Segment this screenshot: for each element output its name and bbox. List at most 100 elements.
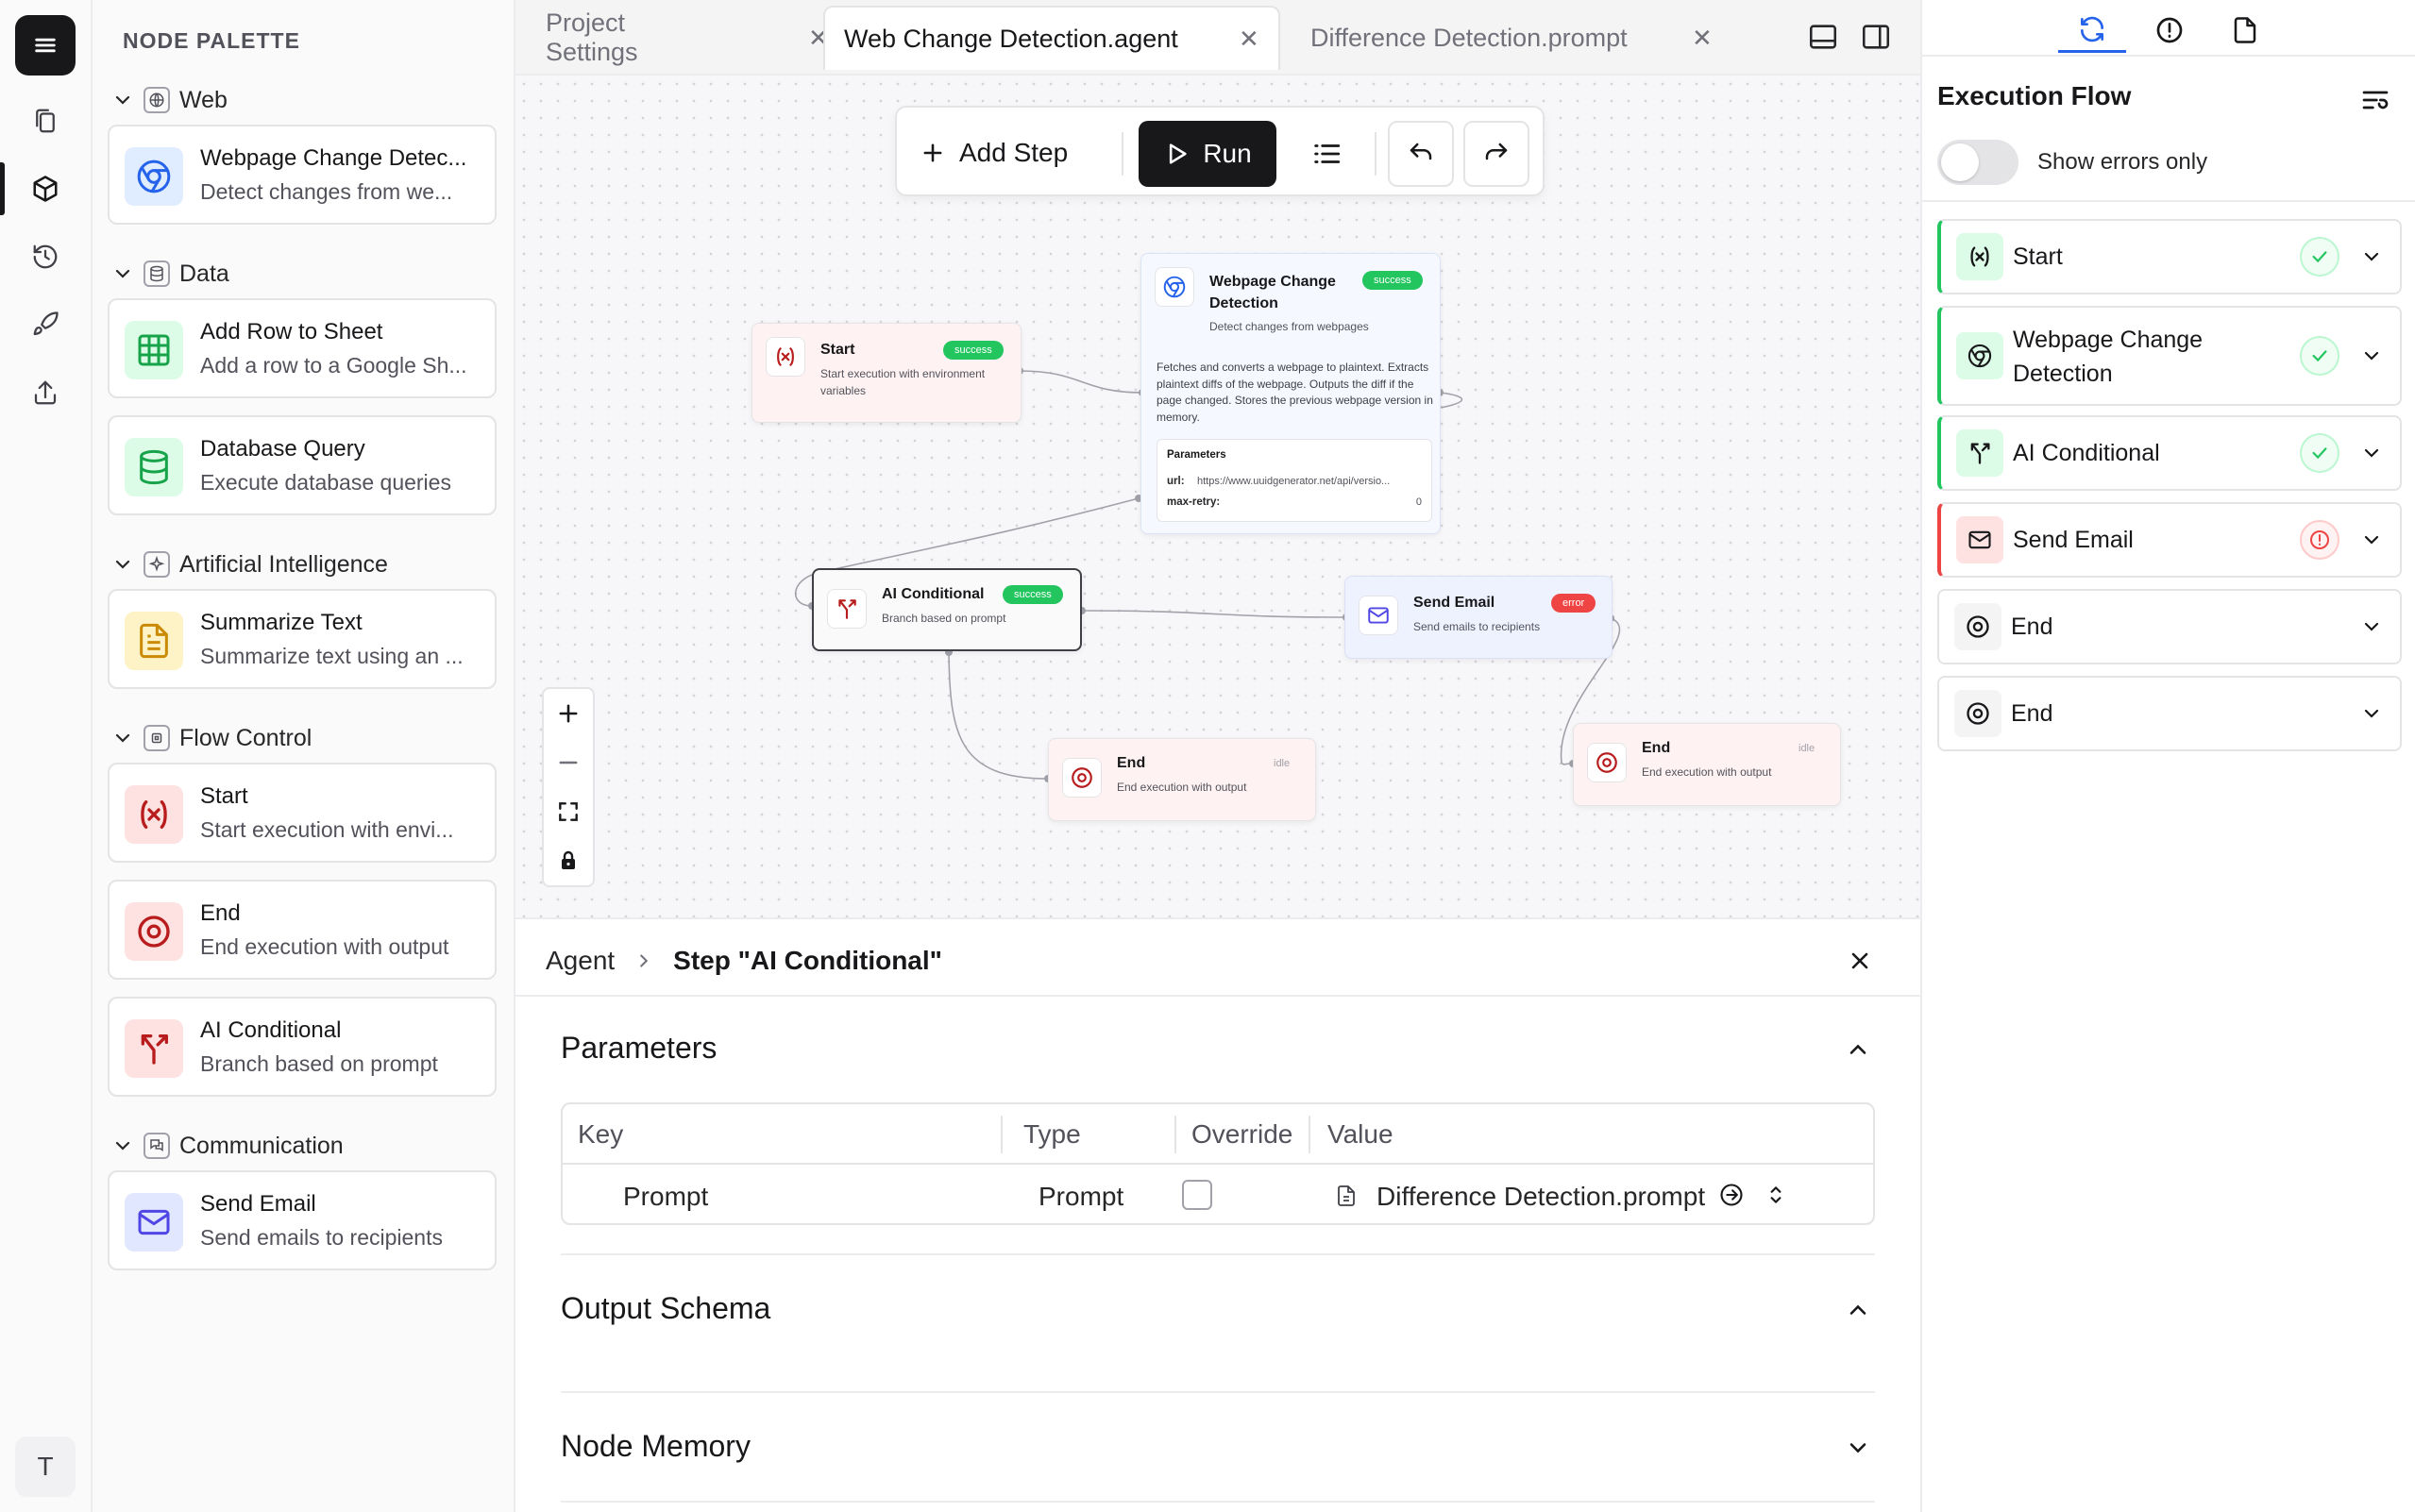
chevron-down-icon[interactable] — [2358, 343, 2385, 369]
category-ai[interactable]: Artificial Intelligence — [111, 546, 388, 583]
tab-logs[interactable] — [2211, 8, 2279, 53]
files-icon — [36, 109, 55, 133]
flow-item-webpage-change-detection[interactable]: Webpage Change Detection — [1937, 306, 2402, 406]
divider — [1922, 55, 2415, 57]
zoom-out-button[interactable] — [544, 738, 593, 787]
category-communication[interactable]: Communication — [111, 1127, 344, 1165]
node-title: Add Row to Sheet — [200, 319, 383, 344]
close-detail-button[interactable] — [1841, 942, 1879, 980]
divider — [1174, 1116, 1176, 1153]
chevrons-up-down-icon — [1770, 1186, 1782, 1203]
refresh-icon — [2081, 16, 2103, 42]
close-icon[interactable]: ✕ — [1692, 23, 1713, 52]
param-value: 0 — [1415, 496, 1422, 508]
palette-node-webpage-change[interactable]: Webpage Change Detec... Detect changes f… — [108, 125, 497, 225]
show-errors-toggle[interactable] — [1937, 140, 2018, 185]
cpu-icon — [144, 725, 170, 751]
flow-item-send-email[interactable]: Send Email — [1937, 502, 2402, 578]
flow-node-start[interactable]: Start Start execution with environment v… — [752, 323, 1022, 423]
flow-item-ai-conditional[interactable]: AI Conditional — [1937, 415, 2402, 491]
palette-node-start[interactable]: Start Start execution with envi... — [108, 763, 497, 863]
tab-execution[interactable] — [2058, 8, 2126, 53]
tab-errors[interactable] — [2136, 8, 2204, 53]
node-parameters: Parameters url: https://www.uuidgenerato… — [1157, 439, 1432, 522]
list-view-button[interactable] — [1293, 121, 1359, 187]
override-checkbox[interactable] — [1182, 1180, 1212, 1210]
menu-button[interactable] — [15, 15, 76, 76]
chevron-down-icon[interactable] — [2358, 527, 2385, 553]
tab-web-change-detection[interactable]: Web Change Detection.agent ✕ — [823, 6, 1280, 70]
files-button[interactable] — [19, 94, 72, 147]
category-label: Artificial Intelligence — [179, 550, 388, 578]
chevron-down-icon[interactable] — [2358, 244, 2385, 270]
param-type-cell: Prompt — [1039, 1182, 1124, 1211]
palette-node-ai-conditional[interactable]: AI Conditional Branch based on prompt — [108, 997, 497, 1097]
node-title: Database Query — [200, 436, 365, 462]
avatar-letter: T — [37, 1452, 54, 1481]
palette-node-summarize[interactable]: Summarize Text Summarize text using an .… — [108, 589, 497, 689]
panel-tabs — [1922, 0, 2415, 57]
nodes-button[interactable] — [0, 162, 72, 215]
close-icon[interactable]: ✕ — [1239, 24, 1259, 53]
flow-canvas[interactable]: Add Step Run Start Start execution with … — [515, 76, 1920, 917]
run-button[interactable]: Run — [1139, 121, 1276, 187]
flow-item-end[interactable]: End — [1937, 676, 2402, 751]
flow-node-ai-conditional[interactable]: AI Conditional Branch based on prompt su… — [812, 568, 1082, 651]
node-desc: Send emails to recipients — [1413, 620, 1541, 633]
zoom-in-button[interactable] — [544, 689, 593, 738]
redo-button[interactable] — [1463, 121, 1529, 187]
stop-circle-icon — [1062, 758, 1102, 798]
category-data[interactable]: Data — [111, 255, 229, 293]
collapse-output-schema-button[interactable] — [1843, 1295, 1873, 1325]
filter-button[interactable] — [2358, 83, 2392, 117]
canvas-toolbar: Add Step Run — [895, 106, 1545, 196]
breadcrumb-root[interactable]: Agent — [546, 946, 616, 975]
tab-project-settings[interactable]: Project Settings ✕ — [546, 6, 829, 70]
chevron-down-icon[interactable] — [2358, 440, 2385, 466]
divider — [515, 995, 1920, 997]
palette-node-database-query[interactable]: Database Query Execute database queries — [108, 415, 497, 515]
node-desc: Add a row to a Google Sh... — [200, 353, 467, 378]
chrome-icon — [1155, 267, 1194, 307]
history-button[interactable] — [19, 230, 72, 283]
palette-node-send-email[interactable]: Send Email Send emails to recipients — [108, 1170, 497, 1270]
execution-panel: Execution Flow Show errors only Start We… — [1920, 0, 2415, 1512]
fit-view-button[interactable] — [544, 787, 593, 836]
variable-icon — [766, 337, 805, 377]
flow-node-send-email[interactable]: Send Email Send emails to recipients err… — [1344, 576, 1613, 659]
category-flow-control[interactable]: Flow Control — [111, 719, 312, 757]
avatar[interactable]: T — [15, 1436, 76, 1497]
flow-node-webpage-change-detection[interactable]: Webpage Change Detection Detect changes … — [1140, 253, 1441, 534]
toggle-bottom-panel-button[interactable] — [1807, 21, 1841, 55]
undo-button[interactable] — [1388, 121, 1454, 187]
status-badge: success — [943, 341, 1004, 360]
params-title: Parameters — [1167, 449, 1226, 461]
open-prompt-button[interactable] — [1718, 1182, 1745, 1208]
divider — [561, 1501, 1875, 1503]
stop-circle-icon — [125, 902, 183, 961]
flow-node-end[interactable]: End End execution with output idle — [1573, 723, 1841, 806]
collapse-parameters-button[interactable] — [1843, 1034, 1873, 1065]
chevron-down-icon[interactable] — [2358, 613, 2385, 640]
expand-node-memory-button[interactable] — [1843, 1433, 1873, 1463]
upload-icon — [34, 380, 57, 405]
node-memory-section-title[interactable]: Node Memory — [561, 1429, 751, 1463]
deploy-button[interactable] — [19, 298, 72, 351]
flow-node-end[interactable]: End End execution with output idle — [1048, 738, 1316, 821]
toggle-right-panel-button[interactable] — [1860, 21, 1894, 55]
share-button[interactable] — [19, 366, 72, 419]
param-value-cell[interactable]: Difference Detection.prompt — [1376, 1182, 1706, 1211]
output-schema-section-title[interactable]: Output Schema — [561, 1291, 771, 1325]
flow-item-end[interactable]: End — [1937, 589, 2402, 664]
select-prompt-button[interactable] — [1764, 1182, 1788, 1208]
lock-button[interactable] — [544, 836, 593, 885]
add-step-button[interactable]: Add Step — [920, 125, 1068, 181]
chevron-down-icon[interactable] — [2358, 700, 2385, 727]
palette-node-end[interactable]: End End execution with output — [108, 880, 497, 980]
node-desc: End execution with output — [200, 934, 449, 959]
category-web[interactable]: Web — [111, 81, 228, 119]
parameters-section-title[interactable]: Parameters — [561, 1031, 718, 1065]
palette-node-add-row[interactable]: Add Row to Sheet Add a row to a Google S… — [108, 298, 497, 398]
tab-difference-detection[interactable]: Difference Detection.prompt ✕ — [1310, 6, 1713, 70]
flow-item-start[interactable]: Start — [1937, 219, 2402, 294]
